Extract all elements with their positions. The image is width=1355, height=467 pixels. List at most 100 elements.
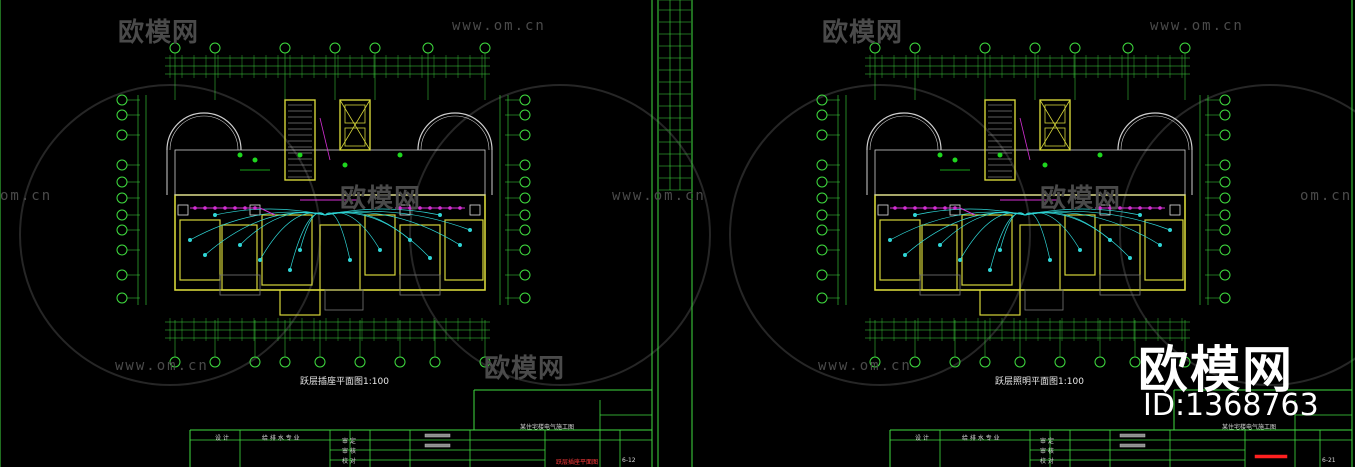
outlet-symbol — [913, 213, 917, 217]
junction-symbol — [408, 206, 412, 210]
axis-bubble — [116, 269, 128, 281]
outlet-symbol — [903, 253, 907, 257]
axis-bubble — [1219, 269, 1231, 281]
junction-symbol — [203, 206, 207, 210]
elevator-car — [1044, 127, 1066, 147]
axis-bubble — [209, 356, 221, 368]
outlet-symbol — [348, 258, 352, 262]
junction-symbol — [1098, 206, 1102, 210]
watermark-logo: 欧模网 — [118, 18, 200, 48]
junction-symbol — [428, 206, 432, 210]
axis-bubble — [1219, 94, 1231, 106]
junction-symbol — [1128, 206, 1132, 210]
axis-bubble — [369, 42, 381, 54]
light-fixture — [297, 152, 303, 158]
title-block-drawing-name: 跃层插座平面图 — [556, 459, 599, 466]
outlet-symbol — [438, 213, 442, 217]
junction-symbol — [223, 206, 227, 210]
title-block-project: 某住宅楼电气施工图 — [520, 424, 575, 431]
title-block-review: 审 核 — [1040, 448, 1054, 455]
outlet-symbol — [258, 258, 262, 262]
junction-symbol — [923, 206, 927, 210]
axis-bubble — [816, 224, 828, 236]
window-opening — [919, 274, 961, 296]
axis-bubble — [116, 192, 128, 204]
room-stair-lobby — [279, 289, 321, 316]
junction-symbol — [1148, 206, 1152, 210]
light-fixture — [342, 162, 348, 168]
axis-bubble — [429, 356, 441, 368]
axis-bubble — [116, 244, 128, 256]
axis-bubble — [816, 129, 828, 141]
light-fixture — [237, 152, 243, 158]
axis-bubble — [979, 42, 991, 54]
axis-bubble — [519, 159, 531, 171]
watermark-logo: 欧模网 — [1040, 184, 1122, 214]
wiring-run — [1024, 212, 1051, 261]
title-block-approve: 审 定 — [342, 438, 356, 445]
bath-fixture — [877, 204, 889, 216]
axis-bubble — [816, 269, 828, 281]
outlet-symbol — [458, 243, 462, 247]
outlet-symbol — [288, 268, 292, 272]
axis-bubble — [816, 192, 828, 204]
axis-bubble — [519, 244, 531, 256]
junction-symbol — [193, 206, 197, 210]
room-bedroom — [444, 219, 484, 281]
wiring-run — [999, 212, 1026, 251]
junction-symbol — [448, 206, 452, 210]
wiring-run — [289, 213, 326, 271]
title-block-designer-label: 设 计 — [215, 435, 229, 442]
room-dining — [1019, 224, 1061, 291]
outlet-symbol — [1048, 258, 1052, 262]
axis-bubble — [519, 176, 531, 188]
junction-symbol — [458, 206, 462, 210]
axis-bubble — [1179, 42, 1191, 54]
upper-floor-outline — [874, 149, 1186, 196]
axis-bubble — [816, 159, 828, 171]
watermark-url: www.om.cn — [818, 358, 912, 374]
axis-bubble — [1122, 42, 1134, 54]
balcony-arc — [166, 112, 242, 151]
plan-title: 跃层照明平面图1:100 — [995, 377, 1084, 387]
balcony-arc — [420, 115, 490, 151]
title-block-drawing-no: 6-12 — [622, 457, 636, 464]
light-fixture — [1097, 152, 1103, 158]
outlet-symbol — [938, 243, 942, 247]
outlet-symbol — [1078, 248, 1082, 252]
wiring-run — [914, 208, 1026, 216]
axis-bubble — [422, 42, 434, 54]
title-block-mark — [1119, 443, 1146, 448]
axis-bubble — [909, 42, 921, 54]
wiring-run — [324, 212, 351, 261]
outlet-symbol — [188, 238, 192, 242]
stair-core — [284, 99, 316, 181]
elevator-car — [344, 104, 366, 124]
outlet-symbol — [998, 248, 1002, 252]
wiring-run — [324, 212, 431, 259]
axis-bubble — [519, 224, 531, 236]
title-block-approve: 审 定 — [1040, 438, 1054, 445]
light-fixture — [997, 152, 1003, 158]
outlet-symbol — [378, 248, 382, 252]
axis-bubble — [816, 244, 828, 256]
elevator-car — [344, 127, 366, 147]
wiring-run — [1024, 212, 1131, 259]
light-fixture — [952, 157, 958, 163]
wiring-run — [259, 212, 326, 261]
watermark-ring — [729, 84, 1031, 386]
wiring-run — [959, 212, 1026, 261]
elevator-shaft — [339, 99, 371, 151]
window-opening — [324, 289, 364, 311]
light-fixture — [397, 152, 403, 158]
elevator-shaft — [1039, 99, 1071, 151]
axis-bubble — [519, 292, 531, 304]
outlet-symbol — [203, 253, 207, 257]
brand-id-text: ID:1368763 — [1143, 388, 1319, 423]
outlet-symbol — [888, 238, 892, 242]
wiring-run — [1024, 212, 1081, 251]
axis-bubble — [116, 129, 128, 141]
axis-bubble — [1219, 292, 1231, 304]
outlet-symbol — [1158, 243, 1162, 247]
